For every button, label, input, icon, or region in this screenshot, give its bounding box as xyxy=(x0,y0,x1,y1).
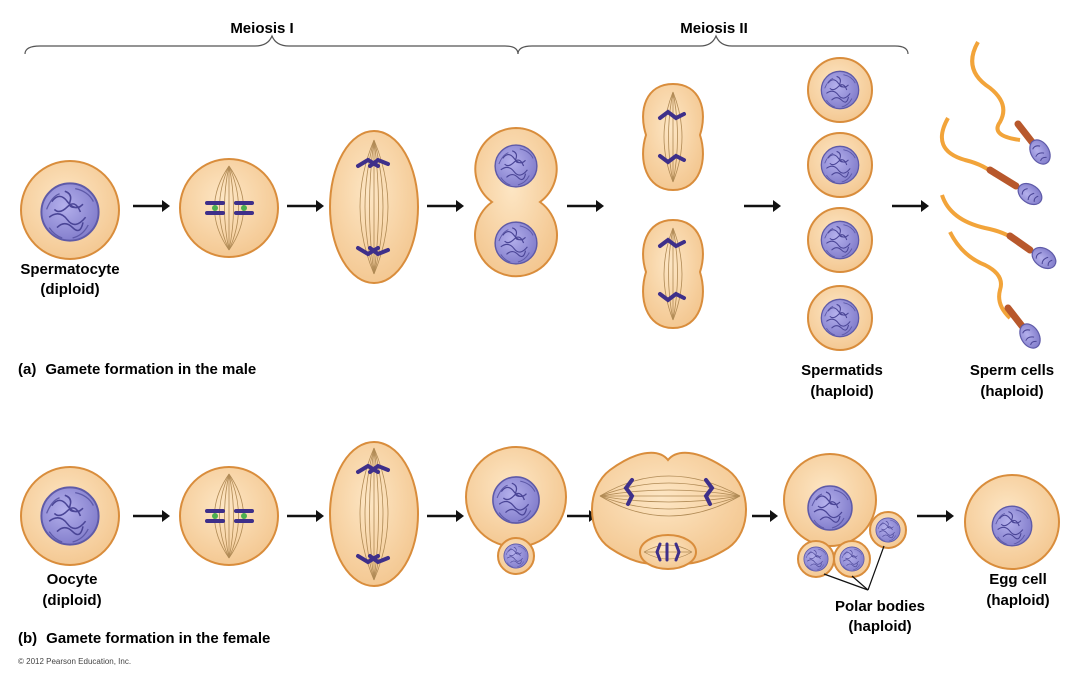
arrow-male-6 xyxy=(892,200,929,212)
meiosis-1-bracket xyxy=(24,34,519,55)
polar-bodies-ploidy-label: (haploid) xyxy=(848,618,911,635)
female-telophase-1-cells xyxy=(465,446,567,575)
sperm-cells-label: Sperm cells xyxy=(970,362,1054,379)
polar-bodies-pointer-lines xyxy=(823,545,885,591)
arrow-male-1 xyxy=(133,200,170,212)
sperm-cell xyxy=(970,41,1055,169)
arrow-female-3 xyxy=(427,510,464,522)
oocyte-cell xyxy=(20,466,120,566)
oocyte-label: Oocyte xyxy=(47,571,98,588)
male-meiosis-2-cell-bottom xyxy=(642,218,704,330)
spermatid-cells xyxy=(807,57,873,351)
caption-male-text: Gamete formation in the male xyxy=(45,361,256,378)
arrow-female-2 xyxy=(287,510,324,522)
spermatocyte-label: Spermatocyte xyxy=(20,261,119,278)
copyright-notice: © 2012 Pearson Education, Inc. xyxy=(18,657,131,666)
spermatids-label: Spermatids xyxy=(801,362,883,379)
female-metaphase-1-cell xyxy=(179,466,279,566)
arrow-female-5 xyxy=(752,510,778,522)
male-telophase-1-cells xyxy=(474,126,558,278)
female-meiosis-2-polar-body xyxy=(639,534,697,570)
sperm-cell xyxy=(939,117,1047,210)
male-metaphase-1-cell xyxy=(179,158,279,258)
caption-female-text: Gamete formation in the female xyxy=(46,630,270,647)
caption-male: (a) Gamete formation in the male xyxy=(18,361,256,378)
caption-female-letter: (b) xyxy=(18,630,37,647)
oocyte-ploidy-label: (diploid) xyxy=(42,592,101,609)
arrow-female-1 xyxy=(133,510,170,522)
female-telophase-2-cells xyxy=(783,453,907,578)
sperm-cells-ploidy-label: (haploid) xyxy=(980,383,1043,400)
meiosis-2-bracket xyxy=(517,34,909,55)
spermatocyte-cell xyxy=(20,160,120,260)
spermatocyte-ploidy-label: (diploid) xyxy=(40,281,99,298)
male-anaphase-1-cell xyxy=(329,130,419,284)
polar-bodies-label: Polar bodies xyxy=(835,598,925,615)
arrow-male-5 xyxy=(744,200,781,212)
arrow-male-4 xyxy=(567,200,604,212)
spermatids-ploidy-label: (haploid) xyxy=(810,383,873,400)
sperm-cell xyxy=(940,194,1061,274)
egg-cell-ploidy-label: (haploid) xyxy=(986,592,1049,609)
egg-cell xyxy=(964,474,1060,570)
sperm-cells xyxy=(939,41,1061,353)
male-meiosis-2-cell-top xyxy=(642,82,704,192)
egg-cell-label: Egg cell xyxy=(989,571,1047,588)
female-anaphase-1-cell xyxy=(329,441,419,587)
arrow-male-2 xyxy=(287,200,324,212)
sperm-cell xyxy=(948,231,1045,353)
caption-male-letter: (a) xyxy=(18,361,36,378)
arrow-male-3 xyxy=(427,200,464,212)
female-meiosis-2-cell xyxy=(591,451,747,565)
caption-female: (b) Gamete formation in the female xyxy=(18,630,270,647)
arrow-female-6 xyxy=(917,510,954,522)
meiosis-2-label: Meiosis II xyxy=(680,20,748,37)
meiosis-1-label: Meiosis I xyxy=(230,20,293,37)
